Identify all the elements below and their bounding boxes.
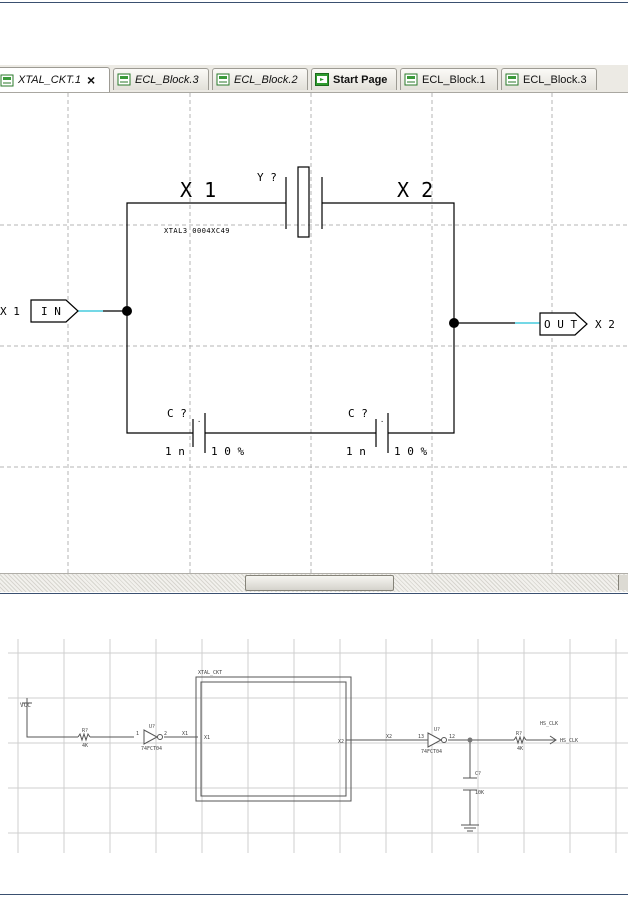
capacitor[interactable] [463,777,477,791]
cap-ref: C? [475,771,481,777]
output-net-label: HS_CLK [540,721,558,727]
input-port-label: I N [41,305,61,318]
cap-left-plus: · [197,418,201,426]
resistor-right-value: 4K [517,746,523,752]
schematic-icon [216,73,230,86]
net-right-label: X2 [386,734,392,740]
net-label-x1: X 1 [180,178,216,202]
cap-left-ref: C ? [167,407,187,420]
tab-ecl-block-1[interactable]: ECL_Block.1 [400,68,498,90]
cap-right-ref: C ? [348,407,368,420]
junction-x1 [122,306,132,316]
schematic-icon [505,73,519,86]
output-port-net: X 2 [595,318,615,331]
tab-label: ECL_Block.3 [135,73,199,86]
tab-label: ECL_Block.3 [523,73,587,86]
xtal-ckt-block[interactable] [195,676,352,802]
input-port[interactable]: I N X 1 [0,299,79,323]
output-port[interactable]: O U T X 2 [539,312,615,336]
inverter-left-pin-in: 1 [136,731,139,737]
ground-icon [461,824,479,832]
crystal-value: XTAL3 0004XC49 [164,227,230,235]
resistor-left-value: 4K [82,743,88,749]
schematic-canvas-top[interactable]: Y ? XTAL3 0004XC49 X 1 X 2 I N X 1 O U T… [0,93,628,573]
capacitor-left[interactable] [192,413,206,453]
inverter-right[interactable] [427,732,447,748]
vcc-label: VCC [20,702,31,709]
vcc-symbol[interactable] [22,698,32,704]
tab-ecl-block-3-second[interactable]: ECL_Block.3 [501,68,597,90]
grid [0,93,628,573]
port-links [78,310,540,324]
schematic-icon [0,74,14,86]
cap-right-value: 1 n [346,445,366,458]
net-left-label: X1 [182,731,188,737]
section-divider [0,593,628,594]
inverter-left-part: 74FCT04 [141,746,162,752]
block-label: XTAL_CKT [198,670,222,676]
horizontal-scrollbar[interactable] [0,573,628,592]
inverter-right-pin-out: 12 [449,734,455,740]
output-port-label: O U T [544,318,577,331]
block-pin-right: X2 [338,739,344,745]
tab-xtal-ckt-1[interactable]: XTAL_CKT.1 × [0,67,110,92]
resistor-right[interactable] [513,735,527,745]
bottom-border [0,894,628,895]
schematic-canvas-bottom[interactable]: VCC R? 4K U? 74FCT04 1 2 X1 XTAL_CKT X1 … [0,595,628,893]
tab-label: ECL_Block.1 [422,73,486,86]
crystal-oscillator-schematic: Y ? XTAL3 0004XC49 X 1 X 2 I N X 1 O U T… [0,93,628,573]
output-port-label: HS_CLK [560,738,578,744]
crystal-y[interactable] [285,166,323,238]
tab-start-page[interactable]: Start Page [311,68,397,90]
scrollbar-thumb[interactable] [245,575,394,591]
inverter-left-pin-out: 2 [164,731,167,737]
inverter-left-ref: U? [149,724,155,730]
cap-left-value: 1 n [165,445,185,458]
start-page-icon [315,73,329,86]
block-pin-left: X1 [204,735,210,741]
resistor-right-ref: R? [516,731,522,737]
schematic-icon [117,73,131,86]
ecl-block-schematic: VCC R? 4K U? 74FCT04 1 2 X1 XTAL_CKT X1 … [8,639,628,853]
inverter-right-pin-in: 13 [418,734,424,740]
output-port-arrow[interactable] [540,735,557,745]
resistor-left-ref: R? [82,728,88,734]
input-port-net: X 1 [0,305,20,318]
inverter-right-part: 74FCT04 [421,749,442,755]
wires [26,703,540,825]
crystal-ref: Y ? [257,171,277,184]
scroll-right-button[interactable] [618,575,628,590]
tab-ecl-block-3[interactable]: ECL_Block.3 [113,68,209,90]
grid [8,639,628,853]
schematic-icon [404,73,418,86]
tab-label: ECL_Block.2 [234,73,298,86]
top-border [0,2,628,3]
document-tab-bar: XTAL_CKT.1 × ECL_Block.3 ECL_Block.2 Sta… [0,65,628,93]
capacitor-right[interactable] [375,413,389,453]
cap-right-plus: · [380,418,384,426]
close-icon[interactable]: × [86,72,96,88]
cap-right-tolerance: 1 0 % [394,445,427,458]
cap-left-tolerance: 1 0 % [211,445,244,458]
junction-x2 [449,318,459,328]
resistor-left[interactable] [77,732,91,742]
junction [467,737,473,743]
cap-value: 10K [475,790,484,796]
inverter-left[interactable] [143,729,163,745]
inverter-right-ref: U? [434,727,440,733]
tab-label: Start Page [333,73,388,86]
net-label-x2: X 2 [397,178,433,202]
tab-ecl-block-2[interactable]: ECL_Block.2 [212,68,308,90]
tab-label: XTAL_CKT.1 [18,74,81,86]
